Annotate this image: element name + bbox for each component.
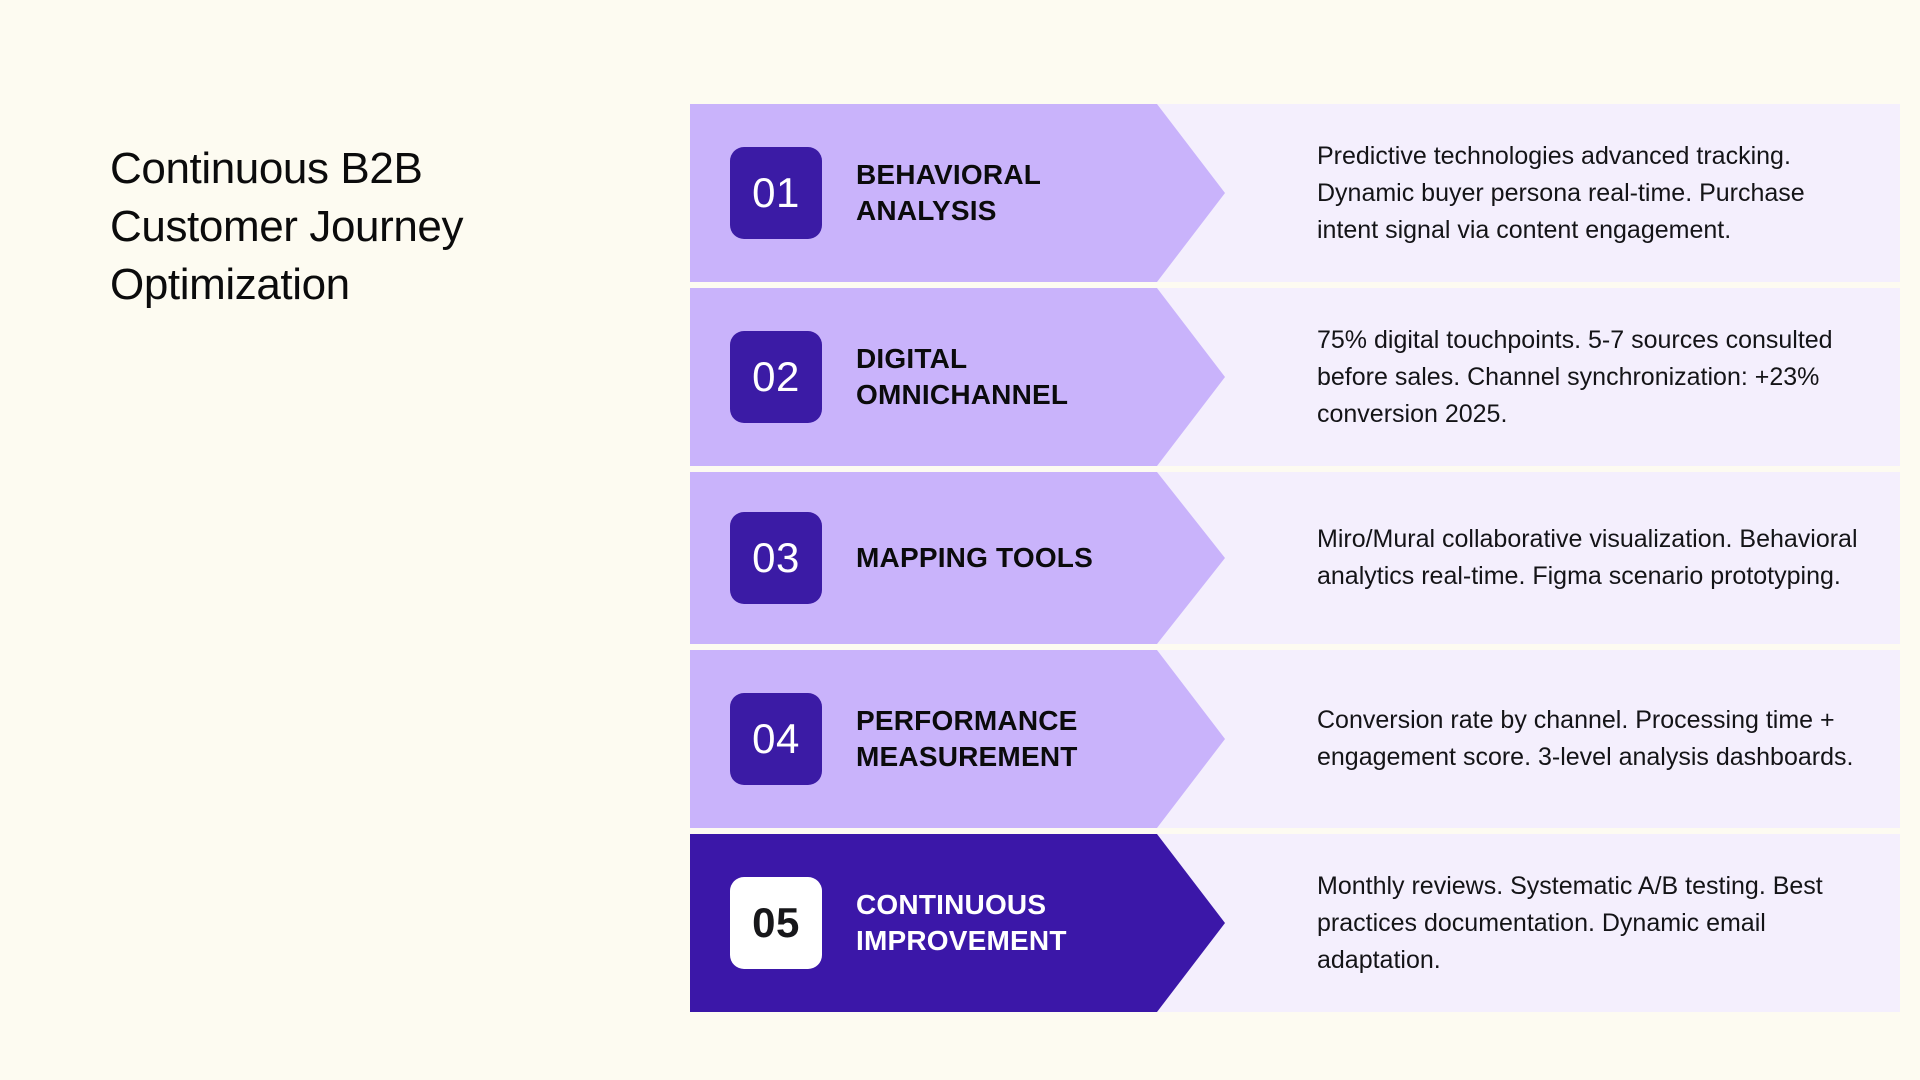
step-description-text: Miro/Mural collaborative visualization. … — [1317, 525, 1858, 590]
step-description-cell: Monthly reviews. Systematic A/B testing.… — [1225, 834, 1900, 1012]
step-arrow-03[interactable]: 03 MAPPING TOOLS — [690, 472, 1225, 644]
process-step-row[interactable]: 05 CONTINUOUS IMPROVEMENT Monthly review… — [690, 834, 1900, 1012]
process-step-row[interactable]: 03 MAPPING TOOLS Miro/Mural collaborativ… — [690, 472, 1900, 644]
step-number-badge: 05 — [730, 877, 822, 969]
title-block: Continuous B2B Customer Journey Optimiza… — [110, 140, 590, 314]
step-label: PERFORMANCE MEASUREMENT — [856, 704, 1078, 772]
step-arrow-02[interactable]: 02 DIGITAL OMNICHANNEL — [690, 288, 1225, 466]
step-description-text: Monthly reviews. Systematic A/B testing.… — [1317, 871, 1823, 974]
step-number-badge: 02 — [730, 331, 822, 423]
step-description-text: 75% digital touchpoints. 5-7 sources con… — [1317, 325, 1833, 428]
step-label: BEHAVIORAL ANALYSIS — [856, 158, 1042, 226]
process-step-row[interactable]: 04 PERFORMANCE MEASUREMENT Conversion ra… — [690, 650, 1900, 828]
step-description-cell: Predictive technologies advanced trackin… — [1225, 104, 1900, 282]
process-step-row[interactable]: 02 DIGITAL OMNICHANNEL 75% digital touch… — [690, 288, 1900, 466]
process-step-row[interactable]: 01 BEHAVIORAL ANALYSIS Predictive techno… — [690, 104, 1900, 282]
step-description-cell: 75% digital touchpoints. 5-7 sources con… — [1225, 288, 1900, 466]
step-arrow-05[interactable]: 05 CONTINUOUS IMPROVEMENT — [690, 834, 1225, 1012]
step-label: MAPPING TOOLS — [856, 541, 1093, 573]
step-arrow-01[interactable]: 01 BEHAVIORAL ANALYSIS — [690, 104, 1225, 282]
step-description-cell: Miro/Mural collaborative visualization. … — [1225, 472, 1900, 644]
step-description-text: Conversion rate by channel. Processing t… — [1317, 706, 1854, 771]
step-description-text: Predictive technologies advanced trackin… — [1317, 141, 1805, 244]
step-label: DIGITAL OMNICHANNEL — [856, 342, 1069, 410]
step-number-badge: 01 — [730, 147, 822, 239]
step-number-badge: 04 — [730, 693, 822, 785]
step-label: CONTINUOUS IMPROVEMENT — [856, 888, 1067, 956]
step-description-cell: Conversion rate by channel. Processing t… — [1225, 650, 1900, 828]
step-arrow-04[interactable]: 04 PERFORMANCE MEASUREMENT — [690, 650, 1225, 828]
process-flow-list: 01 BEHAVIORAL ANALYSIS Predictive techno… — [690, 104, 1900, 1012]
page-title: Continuous B2B Customer Journey Optimiza… — [110, 144, 464, 310]
step-number-badge: 03 — [730, 512, 822, 604]
